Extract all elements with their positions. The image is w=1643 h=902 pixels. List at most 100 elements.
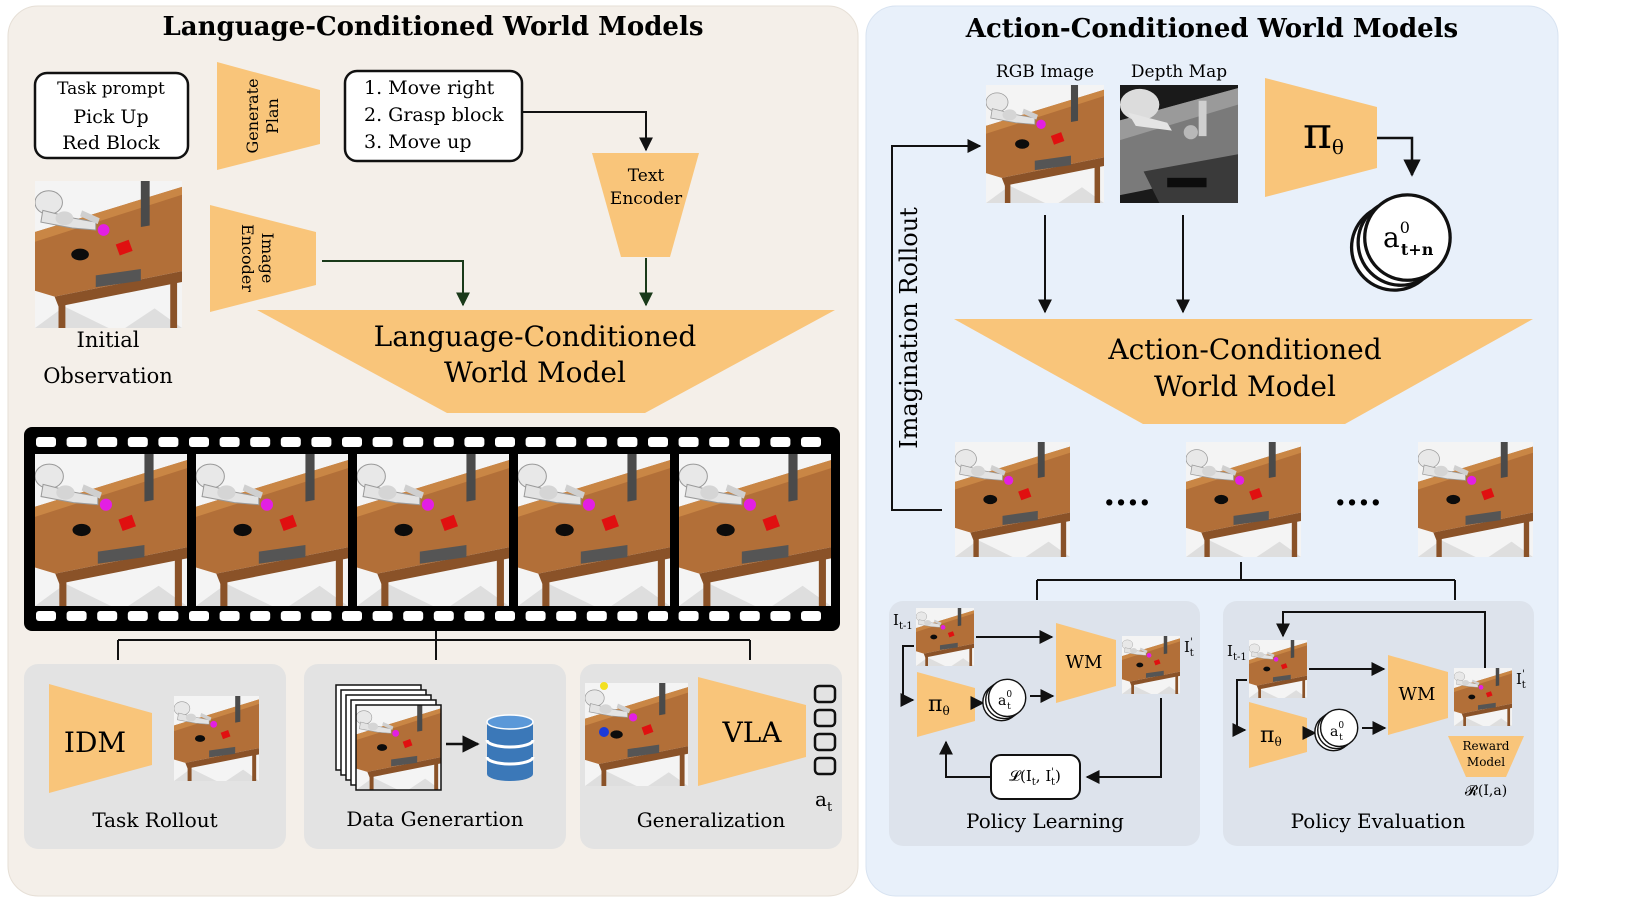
image-encoder-arrow [322,260,470,307]
film-sprocket-hole [250,611,271,621]
film-sprocket-hole [525,437,546,447]
film-sprocket-hole [250,437,271,447]
right-panel-title: Action-Conditioned World Models [965,14,1458,44]
pl-policy-label: πθ [928,692,950,718]
film-sprocket-hole [36,611,56,621]
reward-model-block [1448,736,1524,777]
film-sprocket-hole [709,437,730,447]
film-sprocket-hole [311,611,332,621]
filmstrip-branch-lines [117,631,751,660]
imagination-rollout-label: Imagination Rollout [895,207,923,449]
action-world-model-line1: Action-Conditioned [1107,333,1381,366]
idm-block [49,684,152,793]
database-icon [485,714,535,781]
action-tokens [813,684,837,776]
film-sprocket-hole [433,437,454,447]
pe-input-label: It-1 [1227,642,1247,663]
pe-output-frame [1454,668,1512,726]
film-sprocket-hole [342,437,362,447]
generate-plan-line2: Plan [263,98,282,134]
pl-input-to-policy-arrow [900,645,915,707]
predicted-frame-2 [1186,442,1301,557]
language-conditioned-panel: Language-Conditioned World Models Task p… [7,5,859,897]
data-generation-label: Data Generartion [346,807,523,831]
film-sprocket-hole [372,611,393,621]
policy-label: πθ [1303,108,1344,159]
generated-video-filmstrip [24,427,840,631]
film-frame-3 [357,454,509,606]
plan-step-2: 2. Grasp block [364,104,504,126]
film-sprocket-hole [66,437,87,447]
film-sprocket-hole [770,611,791,621]
pe-policy-block [1249,702,1307,768]
pe-input-frame [1249,640,1307,698]
initial-observation-line2: Observation [43,364,173,388]
reward-function-label: 𝓡(I,a) [1465,783,1507,799]
pe-policy-label: πθ [1260,723,1282,749]
task-rollout-label: Task Rollout [92,808,217,832]
film-frame-4 [518,454,670,606]
rgb-image [986,85,1104,203]
pl-loss-label: 𝓛(It, I't) [1009,767,1061,788]
film-sprocket-hole [801,437,821,447]
pl-output-frame [1122,636,1180,694]
film-sprocket-hole [801,611,821,621]
pl-wm-label: WM [1066,652,1103,673]
vla-block [698,677,806,786]
film-sprocket-hole [36,437,56,447]
task-rollout-image [174,696,259,781]
pl-output-label: I't [1184,637,1194,659]
pl-wm-block [1056,623,1116,703]
text-encoder-block [592,153,699,257]
image-encoder-block [210,205,316,312]
text-encoder-line1: Text [628,166,665,186]
pl-output-to-loss-arrow [1085,698,1162,784]
film-sprocket-hole [709,611,730,621]
language-world-model-line2: World Model [444,356,626,389]
policy-block [1265,78,1377,197]
plan-to-encoder-arrow [522,111,653,152]
film-sprocket-hole [189,437,209,447]
pe-wm-block [1388,655,1448,735]
film-sprocket-hole [97,437,118,447]
film-sprocket-hole [372,437,393,447]
ellipsis-1: .... [1103,474,1150,514]
image-encoder-line1: Image [258,233,277,284]
pe-output-label: I't [1516,669,1526,691]
plan-step-3: 3. Move up [364,131,471,153]
pl-input-frame [916,608,974,666]
ellipsis-2: .... [1334,474,1381,514]
plan-steps-box [343,69,524,163]
plan-step-1: 1. Move right [364,77,495,99]
generalization-label: Generalization [637,808,786,832]
film-sprocket-hole [586,611,607,621]
action-world-model-line2: World Model [1154,370,1336,403]
generate-plan-line1: Generate [243,78,262,153]
action-conditioned-panel: Action-Conditioned World Models RGB Imag… [865,5,1559,897]
reward-model-line2: Model [1467,755,1505,769]
film-sprocket-hole [678,437,699,447]
film-frame-2 [196,454,348,606]
film-sprocket-hole [342,611,362,621]
film-sprocket-hole [495,437,515,447]
generated-data-stack [335,684,442,791]
initial-observation-image [35,181,182,328]
film-sprocket-hole [433,611,454,621]
film-sprocket-hole [464,437,485,447]
image-encoder-line2: Encoder [238,224,257,292]
task-prompt-line1: Pick Up [73,106,148,128]
pl-input-label: It-1 [893,611,913,632]
action-token-label: at [815,787,833,815]
film-sprocket-hole [586,437,607,447]
film-sprocket-hole [127,611,148,621]
film-sprocket-hole [556,611,577,621]
pe-input-to-policy-arrow [1232,679,1247,737]
policy-evaluation-label: Policy Evaluation [1291,809,1466,833]
film-frame-1 [35,454,187,606]
film-sprocket-hole [97,611,118,621]
film-sprocket-hole [617,611,638,621]
film-sprocket-hole [189,611,209,621]
